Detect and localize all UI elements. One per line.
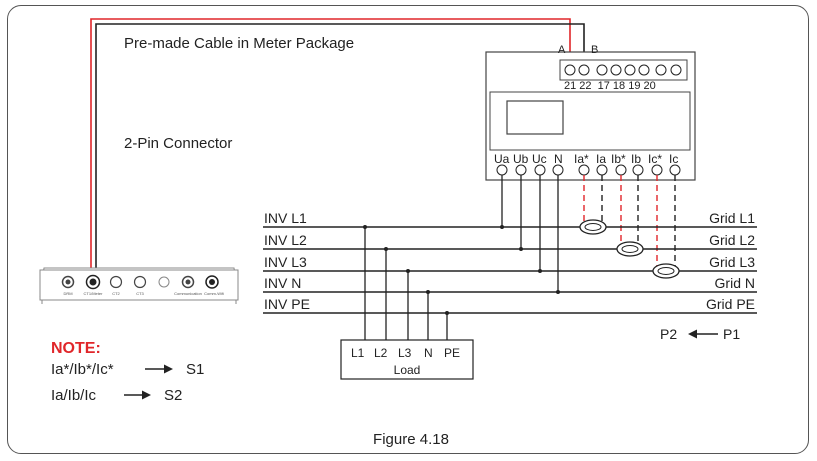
cable-wire-black xyxy=(95,23,585,287)
voltage-tap-wires xyxy=(501,175,559,292)
load-label: Load xyxy=(394,363,421,377)
inv-pe-label: INV PE xyxy=(264,296,310,312)
cable-label: Pre-made Cable in Meter Package xyxy=(124,35,354,52)
terminal-ua-label: Ua xyxy=(494,152,510,166)
ct-rings xyxy=(579,219,680,279)
terminal-n-label: N xyxy=(554,152,563,166)
inverter-device: DRM CT1/Meter CT2 CT3 Communication Comm… xyxy=(39,267,239,304)
ct-lead-wires xyxy=(583,175,676,266)
load-n-label: N xyxy=(424,346,433,360)
load-l3-label: L3 xyxy=(398,346,412,360)
figure-caption: Figure 4.18 xyxy=(373,431,449,448)
load-box xyxy=(340,339,474,380)
voltage-tap-dots xyxy=(500,225,560,294)
grid-pe-label: Grid PE xyxy=(706,296,755,312)
load-l1-label: L1 xyxy=(351,346,365,360)
inv-l1-label: INV L1 xyxy=(264,210,307,226)
meter-display xyxy=(506,100,564,135)
terminal-numbers: 21 22 17 18 19 20 xyxy=(564,80,656,92)
note-title: NOTE: xyxy=(51,340,101,357)
p1-label: P1 xyxy=(723,326,740,342)
terminal-ia-label: Ia xyxy=(596,152,606,166)
terminal-ub-label: Ub xyxy=(513,152,529,166)
load-drop-wires xyxy=(364,227,448,340)
terminal-a-label: A xyxy=(558,44,566,56)
terminal-b-label: B xyxy=(591,44,598,56)
meter-port-label: CT1/Meter xyxy=(84,291,104,296)
ct3-port-icon xyxy=(133,275,147,289)
terminal-uc-label: Uc xyxy=(532,152,547,166)
ct2-port-label: CT2 xyxy=(112,291,120,296)
inv-n-label: INV N xyxy=(264,275,301,291)
note-line1-text: Ia*/Ib*/Ic* xyxy=(51,361,114,378)
terminal-ib-label: Ib xyxy=(631,152,641,166)
terminal-ic-star-label: Ic* xyxy=(648,152,662,166)
meter-bottom-terminal-labels: Ua Ub Uc N Ia* Ia Ib* Ib Ic* Ic xyxy=(494,152,678,166)
ct3-port-label: CT3 xyxy=(136,291,144,296)
wifi-port-label: Comm-Wifi xyxy=(204,291,224,296)
connector-label: 2-Pin Connector xyxy=(124,135,232,152)
terminal-ib-star-label: Ib* xyxy=(611,152,626,166)
note-arrow-2 xyxy=(124,390,151,400)
communication-port-label: Communication xyxy=(174,291,202,296)
grid-l1-label: Grid L1 xyxy=(709,210,755,226)
note-line2-target: S2 xyxy=(164,387,182,404)
p1-to-p2-arrow xyxy=(688,329,718,339)
load-pe-label: PE xyxy=(444,346,460,360)
note-line1-target: S1 xyxy=(186,361,204,378)
figure-frame xyxy=(7,5,809,454)
load-drop-dots xyxy=(363,225,449,315)
grid-l2-label: Grid L2 xyxy=(709,232,755,248)
meter-top-terminal-block xyxy=(559,59,688,81)
grid-l3-label: Grid L3 xyxy=(709,254,755,270)
terminal-ic-label: Ic xyxy=(669,152,678,166)
cable-wire-red xyxy=(90,18,571,287)
ct2-port-icon xyxy=(109,275,123,289)
drm-port-label: DRM xyxy=(63,291,72,296)
blank-port-icon xyxy=(158,276,170,288)
note-arrow-1 xyxy=(145,364,173,374)
inv-l2-label: INV L2 xyxy=(264,232,307,248)
inv-l3-label: INV L3 xyxy=(264,254,307,270)
terminal-ia-star-label: Ia* xyxy=(574,152,589,166)
bus-lines xyxy=(263,226,757,314)
p2-label: P2 xyxy=(660,326,677,342)
grid-n-label: Grid N xyxy=(715,275,755,291)
load-l2-label: L2 xyxy=(374,346,388,360)
meter-top-terminals xyxy=(564,64,682,76)
note-line2-text: Ia/Ib/Ic xyxy=(51,387,97,404)
